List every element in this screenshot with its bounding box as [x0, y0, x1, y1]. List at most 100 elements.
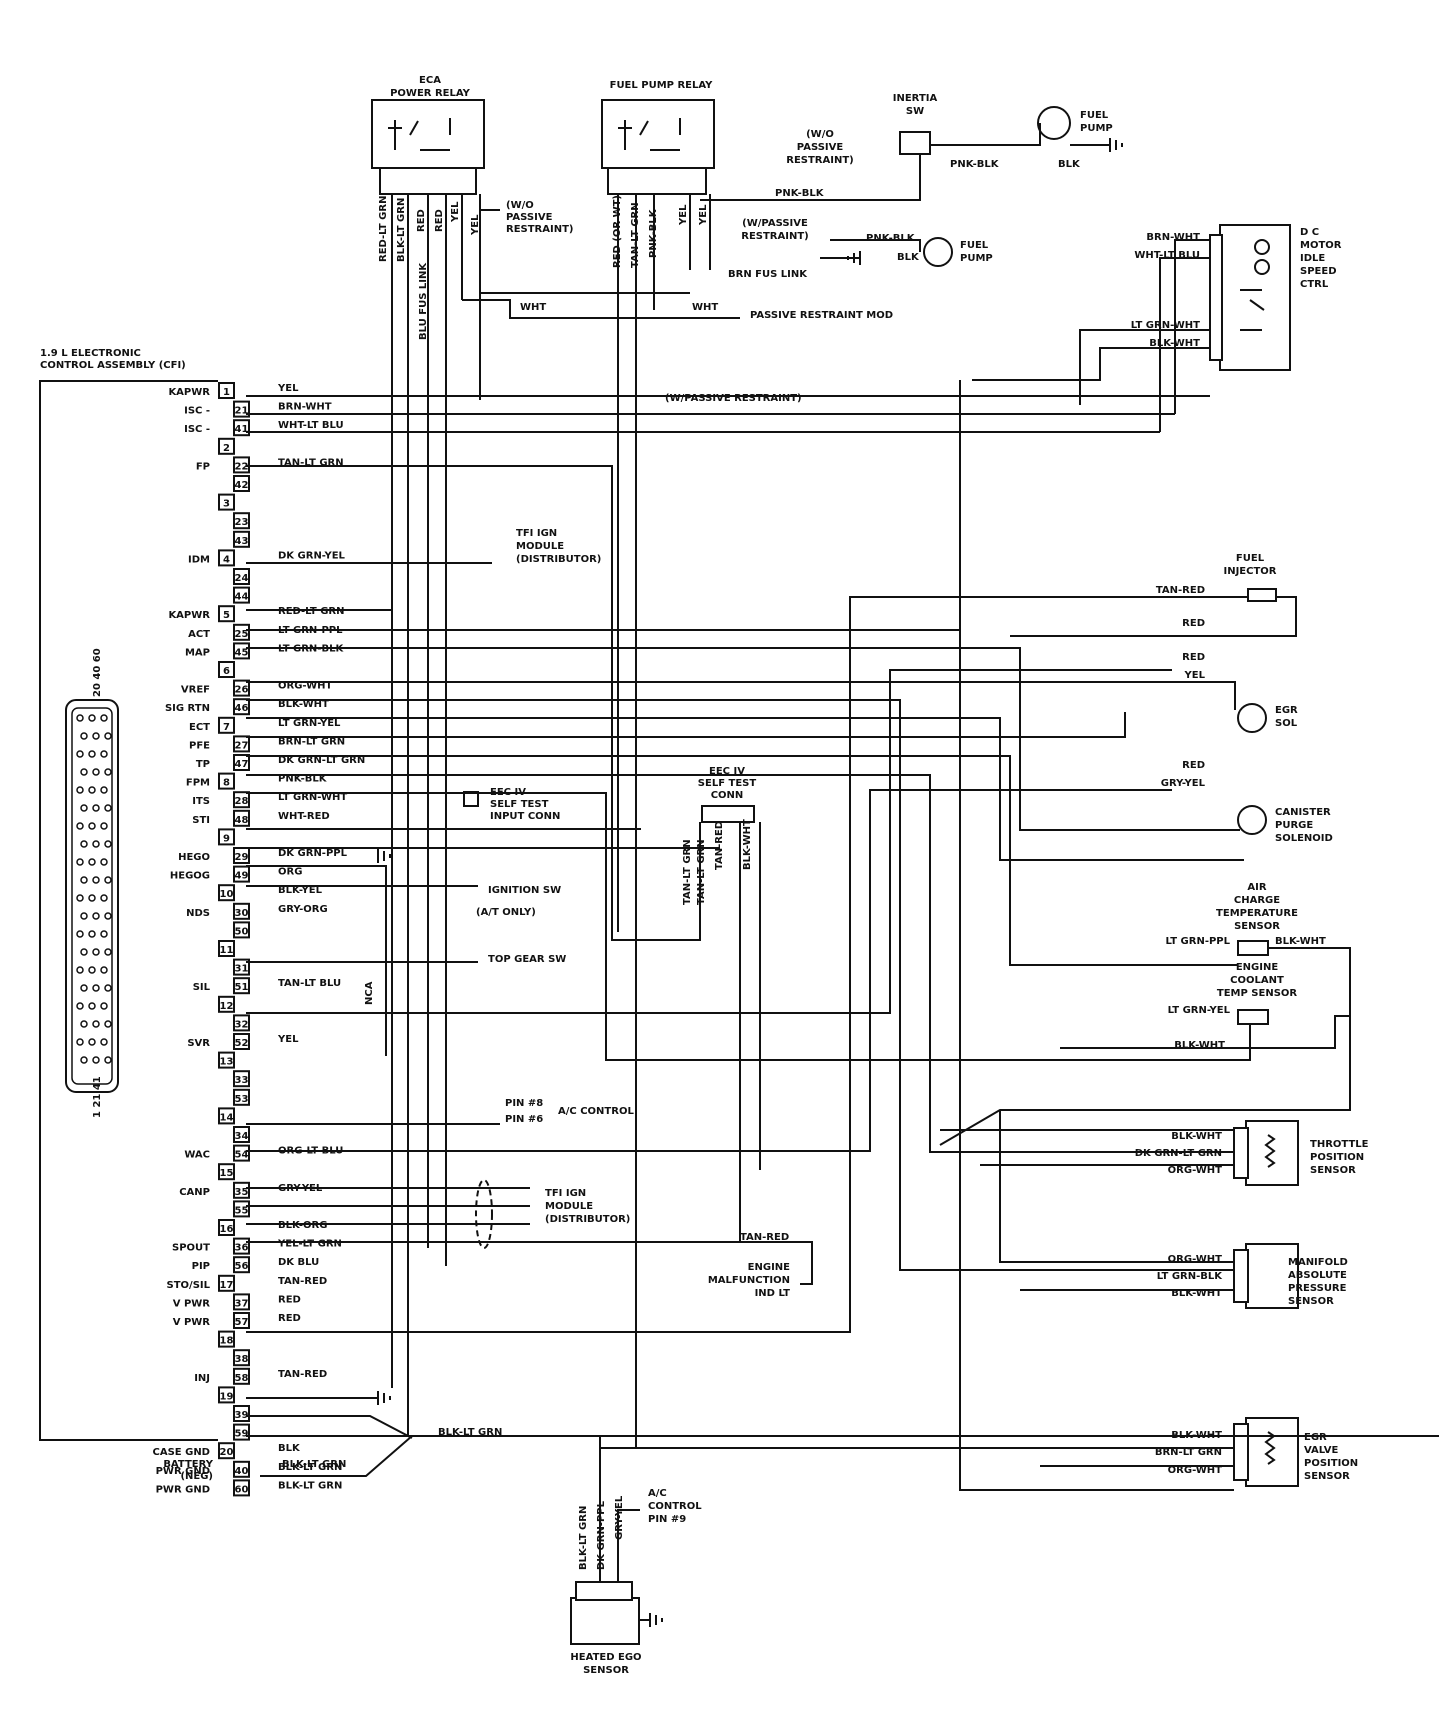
ground-wire-label: BLK-LT GRN — [438, 1427, 502, 1438]
connector-pin-dot — [104, 840, 112, 848]
svg-text:TAN-LT GRN: TAN-LT GRN — [696, 839, 707, 905]
svg-text:RESTRAINT): RESTRAINT) — [741, 231, 808, 242]
heated-ego-sensor: HEATED EGO SENSOR BLK-LT GRN DK GRN-PPL … — [570, 1488, 702, 1676]
svg-text:TAN-RED: TAN-RED — [1156, 585, 1205, 596]
pin-box-24 — [233, 568, 250, 585]
tfi-ign-module-top: TFI IGN MODULE (DISTRIBUTOR) — [516, 528, 601, 565]
pin-number: 29 — [235, 852, 249, 863]
pin-number: 35 — [235, 1187, 249, 1198]
svg-text:BLK: BLK — [897, 252, 920, 263]
svg-text:PURGE: PURGE — [1275, 820, 1313, 831]
pin-box-42 — [233, 475, 250, 492]
pin-box-14 — [218, 1107, 235, 1125]
svg-text:SELF TEST: SELF TEST — [490, 799, 549, 810]
pin-box-29 — [233, 847, 250, 864]
pin-number: 58 — [235, 1373, 249, 1384]
connector-pin-dot — [104, 804, 112, 812]
connector-pin-dot — [100, 930, 108, 938]
svg-text:BRN-WHT: BRN-WHT — [1146, 232, 1200, 243]
connector-pin-dot — [104, 912, 112, 920]
svg-text:LT GRN-PPL: LT GRN-PPL — [1166, 936, 1231, 947]
pin-number: 34 — [235, 1131, 249, 1142]
pin-wire-color: DK GRN-LT GRN — [278, 755, 365, 766]
ecm-connector-pins — [76, 714, 112, 1064]
svg-text:GRY-YEL: GRY-YEL — [614, 1495, 625, 1540]
pin-function: NDS — [186, 908, 210, 919]
connector-pin-dot — [104, 984, 112, 992]
svg-text:ORG-WHT: ORG-WHT — [1168, 1465, 1223, 1476]
svg-text:YEL: YEL — [1184, 670, 1206, 681]
eec-iv-self-test-conn: EEC IV SELF TEST CONN TAN-LT GRN TAN-RED… — [682, 766, 756, 905]
svg-text:EGR: EGR — [1304, 1432, 1327, 1443]
svg-text:THROTTLE: THROTTLE — [1310, 1139, 1369, 1150]
pin-number: 10 — [220, 889, 234, 900]
pin-function: VREF — [181, 685, 210, 696]
pin-function: ISC - — [184, 406, 210, 417]
svg-text:TFI IGN: TFI IGN — [516, 528, 557, 539]
svg-text:TFI IGN: TFI IGN — [545, 1188, 586, 1199]
pin-function: SPOUT — [172, 1243, 210, 1254]
pin-box-22 — [233, 456, 250, 474]
pin-function: ACT — [188, 629, 210, 640]
svg-text:SENSOR: SENSOR — [583, 1665, 629, 1676]
pin-number: 52 — [235, 1038, 249, 1049]
pin-box-27 — [233, 735, 250, 753]
pin-number: 11 — [220, 945, 234, 956]
svg-text:ENGINE: ENGINE — [1236, 962, 1278, 973]
pin-function: STO/SIL — [167, 1280, 211, 1291]
svg-text:ORG-WHT: ORG-WHT — [1168, 1254, 1223, 1265]
connector-pin-dot — [104, 1056, 112, 1064]
connector-pin-dot — [100, 894, 108, 902]
svg-text:INPUT CONN: INPUT CONN — [490, 811, 560, 822]
svg-text:POSITION: POSITION — [1310, 1152, 1364, 1163]
pin-box-41 — [233, 419, 250, 437]
svg-text:COOLANT: COOLANT — [1230, 975, 1284, 986]
pin-box-20 — [218, 1442, 235, 1460]
pin-function: V PWR — [173, 1298, 211, 1309]
pin-wire-color: BRN-LT GRN — [278, 736, 345, 747]
ecm-assembly: 1.9 L ELECTRONIC CONTROL ASSEMBLY (CFI) … — [39, 348, 365, 1497]
connector-pin-dot — [92, 768, 100, 776]
svg-text:FUEL: FUEL — [1236, 553, 1265, 564]
pin-wire-color: BLK-YEL — [278, 885, 323, 896]
connector-bottom-label: 1 21 41 — [92, 1076, 103, 1118]
pin-wire-color: RED-LT GRN — [278, 606, 344, 617]
battery-neg-label: (NEG) — [180, 1471, 213, 1482]
pin-number: 1 — [223, 387, 230, 398]
connector-pin-dot — [88, 1038, 96, 1046]
battery-label: BATTERY — [163, 1459, 213, 1470]
connector-pin-dot — [80, 948, 88, 956]
svg-text:SENSOR: SENSOR — [1288, 1296, 1334, 1307]
connector-pin-dot — [80, 1056, 88, 1064]
svg-text:CANISTER: CANISTER — [1275, 807, 1331, 818]
ecm-outline — [39, 380, 218, 1441]
svg-text:AIR: AIR — [1247, 882, 1266, 893]
pin-box-54 — [233, 1144, 250, 1162]
pin-number: 5 — [223, 610, 230, 621]
pin-function: STI — [192, 815, 210, 826]
pin-box-10 — [218, 884, 235, 902]
pin-number: 14 — [220, 1112, 234, 1123]
svg-text:IDLE: IDLE — [1300, 253, 1325, 264]
pin-wire-color: DK GRN-YEL — [278, 550, 346, 561]
pin-wire-color: TAN-RED — [278, 1276, 327, 1287]
eca-relay-box — [371, 99, 485, 169]
connector-pin-dot — [76, 1002, 84, 1010]
fpr-wire-label: YEL — [678, 204, 689, 226]
connector-pin-dot — [92, 948, 100, 956]
pin-wire-color: TAN-LT GRN — [278, 457, 344, 468]
wo-passive-label: PASSIVE — [506, 212, 553, 223]
svg-text:MODULE: MODULE — [545, 1201, 593, 1212]
pin-number: 33 — [235, 1075, 249, 1086]
wo-passive-label: RESTRAINT) — [506, 224, 573, 235]
svg-text:TEMPERATURE: TEMPERATURE — [1216, 908, 1298, 919]
engine-malfunction-ind-lt: TAN-RED ENGINE MALFUNCTION IND LT — [708, 1232, 790, 1299]
pin-number: 12 — [220, 1001, 234, 1012]
pin-function: FP — [196, 461, 210, 472]
svg-text:A/C CONTROL: A/C CONTROL — [558, 1106, 634, 1117]
pin-number: 40 — [235, 1466, 249, 1477]
pin-box-9 — [218, 828, 235, 846]
svg-text:FUEL: FUEL — [1080, 110, 1109, 121]
svg-text:DK GRN-PPL: DK GRN-PPL — [596, 1500, 607, 1570]
fpr-wire-label: YEL — [698, 204, 709, 226]
